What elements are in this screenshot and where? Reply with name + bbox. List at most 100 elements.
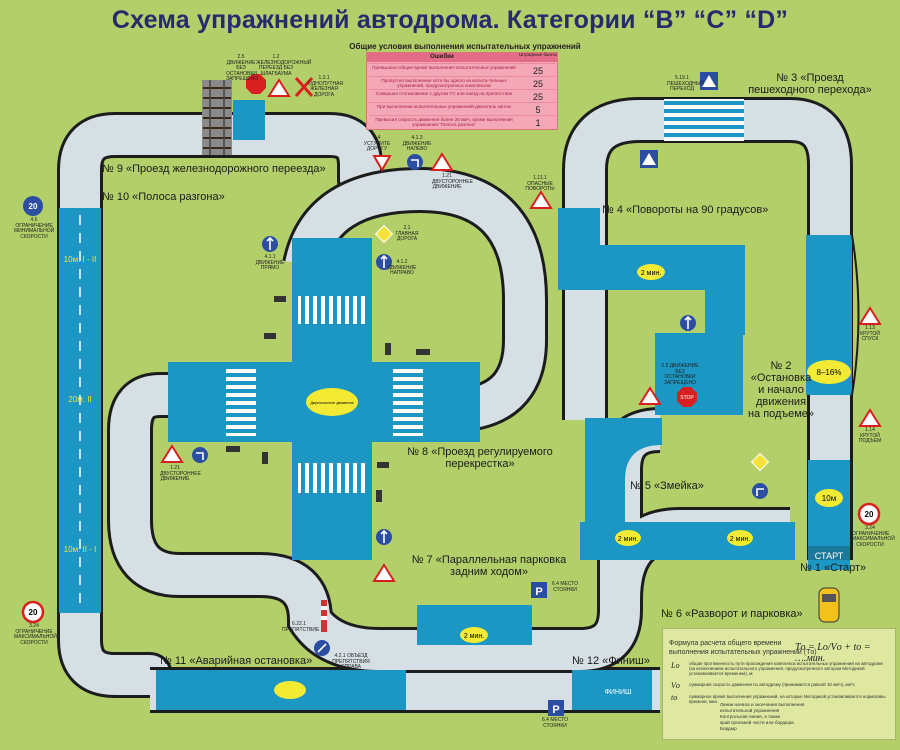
sign-straight-4-icon: [376, 529, 392, 545]
error-row: Превышено общее время выполнения испытат…: [369, 63, 555, 77]
start-zone: [808, 460, 850, 570]
error-row: При выполнении испытательных упражнений …: [369, 102, 555, 116]
sign-caption: 3.24 ОГРАНИЧЕНИЕ МАКСИМАЛЬНОЙ СКОРОСТИ: [14, 623, 57, 646]
exercise-2-line5: на подъеме»: [747, 408, 815, 420]
formula-sym: Lо: [671, 661, 680, 670]
exercise-3-line1: № 3 «Проезд: [776, 72, 844, 84]
parking-sign-2-text: P: [552, 704, 559, 716]
formula-sym: tо: [671, 693, 678, 702]
legend-item: испытательной упражнения: [720, 708, 780, 713]
sign-caption: 4.1.2 ДВИЖЕНИЕ НАПРАВО: [387, 259, 417, 276]
formula-def: суммарная скорость движения по автодрому…: [689, 682, 856, 687]
sign-caption: 2.5 ДВИЖЕНИЕ БЕЗ ОСТАНОВКИ ЗАПРЕЩЕНО: [226, 54, 259, 82]
exercise-3-label: № 3 «Проезд пешеходного перехода»: [740, 72, 880, 96]
error-points: 25: [532, 92, 543, 102]
sign-steep-descent-icon: [858, 306, 882, 325]
sign-caption: 5.19.1 ПЕШЕХОДНЫЙ ПЕРЕХОД: [667, 75, 704, 92]
error-points: 25: [532, 79, 543, 89]
error-text: Превышено общее время выполнения испытат…: [372, 65, 516, 70]
two-min-mark-3: 2 мин.: [730, 536, 750, 543]
sign-caption: 4.1.3 ДВИЖЕНИЕ НАЛЕВО: [402, 135, 432, 152]
two-min-mark-4: 2 мин.: [464, 633, 484, 640]
lane-mid-mark: 20м. II: [68, 395, 91, 404]
intersection-center: [306, 388, 358, 416]
sign-two-way-3-icon: [372, 563, 396, 582]
sign-max-speed-icon: 20: [21, 600, 45, 624]
lane-bot-mark: 10м. II - I: [64, 545, 97, 554]
legend: Линии начала и окончания выполнения испы…: [720, 702, 890, 732]
exercise-2-line4: движения: [755, 396, 807, 408]
sign-turn-left-2-icon: [192, 447, 208, 463]
legend-item: Контрольная линия, а также: [720, 714, 781, 719]
sign-caption: 1.21 ДВУСТОРОННЕЕ ДВИЖЕНИЕ: [432, 173, 473, 190]
error-row: Пропустил выполнение хотя бы одного из и…: [369, 76, 555, 90]
incline-mark: 8–16%: [817, 368, 842, 377]
sign-dangerous-turns-icon: [529, 190, 553, 209]
sign-caption: 3.24 ОГРАНИЧЕНИЕ МАКСИМАЛЬНОЙ СКОРОСТИ: [852, 525, 895, 548]
exercise-12-label: № 12 «Финиш»: [572, 655, 650, 667]
page-title: Схема упражнений автодрома. Категории “B…: [111, 6, 789, 34]
car-icon: [818, 587, 840, 623]
exercise-7-line2: задним ходом»: [450, 566, 528, 578]
parking-sign-1-icon: P: [531, 582, 547, 598]
sign-caption: 6.22.1 ПРЕПЯТСТВИЕ: [282, 621, 320, 633]
sign-caption: 1.13 КРУТОЙ СПУСК: [860, 325, 880, 342]
sign-rail-crossing-icon: [267, 78, 291, 97]
exercise-11-label: № 11 «Аварийная остановка»: [160, 655, 313, 667]
formula-equation: Tо = Lо/Vо + tо = ….мин.: [795, 642, 871, 664]
sign-caption: 1.3.1 ОДНОПУТНАЯ ЖЕЛЕЗНАЯ ДОРОГА: [308, 75, 344, 98]
sign-caption: 4.2.1 ОБЪЕЗД ПРЕПЯТСТВИЯ СПРАВА: [332, 653, 370, 670]
sign-single-track-icon: [294, 77, 314, 97]
start-mark: СТАРТ: [815, 551, 844, 561]
max-speed-text: 20: [29, 608, 38, 617]
exercise-1-label: № 1 «Старт»: [800, 562, 867, 574]
exercise-2-line1: № 2: [770, 360, 792, 372]
sign-main-road-icon: [374, 224, 394, 244]
sign-detour-right-icon: [314, 640, 330, 656]
sign-turn-left-icon: [407, 154, 423, 170]
sign-speed-limit-icon: 20: [857, 502, 881, 526]
lane-top-mark: 10м. I - II: [64, 255, 97, 264]
sign-give-way-icon: [372, 155, 392, 173]
sign-caption: 2.5 ДВИЖЕНИЕ БЕЗ ОСТАНОВКИ ЗАПРЕЩЕНО: [661, 363, 699, 386]
sign-straight-icon: [262, 236, 278, 252]
exercise-6-label: № 6 «Разворот и парковка»: [661, 608, 803, 620]
sign-turn-right-icon: [752, 483, 768, 499]
error-points: 5: [535, 105, 541, 115]
stop-sign-text: STOP: [680, 395, 694, 401]
parking-sign-1-text: P: [535, 586, 542, 598]
sign-caption: 2.1 ГЛАВНАЯ ДОРОГА: [395, 225, 419, 242]
sign-caption: 6.4 МЕСТО СТОЯНКИ: [551, 581, 578, 593]
sign-caption: 1.21 ДВУСТОРОННЕЕ ДВИЖЕНИЕ: [160, 465, 201, 482]
sign-pedestrian-crossing-2-icon: [640, 150, 658, 168]
errors-table: Ошибки Штрафные баллы Превышено общее вр…: [366, 52, 558, 130]
intersection-mark: Двухполосное движение: [310, 401, 353, 405]
sign-no-stopping-icon: [246, 74, 266, 94]
sign-caption: 1.11.1 ОПАСНЫЕ ПОВОРОТЫ: [525, 175, 555, 192]
formula-def: общая протяженность пути прохождения ком…: [689, 661, 883, 676]
ten-m-mark: 10м: [822, 494, 836, 503]
sign-steep-ascent-icon: [858, 408, 882, 427]
sign-min-speed-icon: 20: [23, 196, 43, 216]
sign-dangerous-turns-2-icon: [638, 386, 662, 405]
legend-item: край проезжей части или бордюра: [720, 720, 794, 725]
sign-caption: 2.4 УСТУПИТЕ ДОРОГУ: [363, 135, 391, 152]
legend-item: Линии начала и окончания выполнения: [720, 702, 805, 707]
two-min-mark-1: 2 мин.: [641, 270, 661, 277]
exercise-5-label: № 5 «Змейка»: [630, 480, 704, 492]
conditions-subtitle: Общие условия выполнения испытательных у…: [349, 42, 581, 51]
error-text: Пропустил выполнение хотя бы одного из и…: [381, 78, 507, 88]
error-row: Превысил скорость движения более 20 км/ч…: [369, 115, 555, 129]
errors-header: Ошибки: [430, 54, 454, 60]
parking-sign-2-icon: P: [548, 700, 564, 716]
error-row: Совершил столкновение с другим ТС или на…: [369, 89, 555, 103]
snake-zone: [585, 418, 662, 540]
exercise-2-label: № 2 «Остановка и начало движения на подъ…: [745, 360, 817, 420]
sign-straight-3-icon: [680, 315, 696, 331]
exercise-7-label: № 7 «Параллельная парковка задним ходом»: [404, 554, 574, 578]
error-text: Совершил столкновение с другим ТС или на…: [375, 91, 513, 96]
exercise-2-line3: и начало: [758, 384, 804, 396]
exercise-7-line1: № 7 «Параллельная парковка: [411, 554, 567, 566]
formula-box: Формула расчета общего времени выполнени…: [662, 628, 896, 740]
